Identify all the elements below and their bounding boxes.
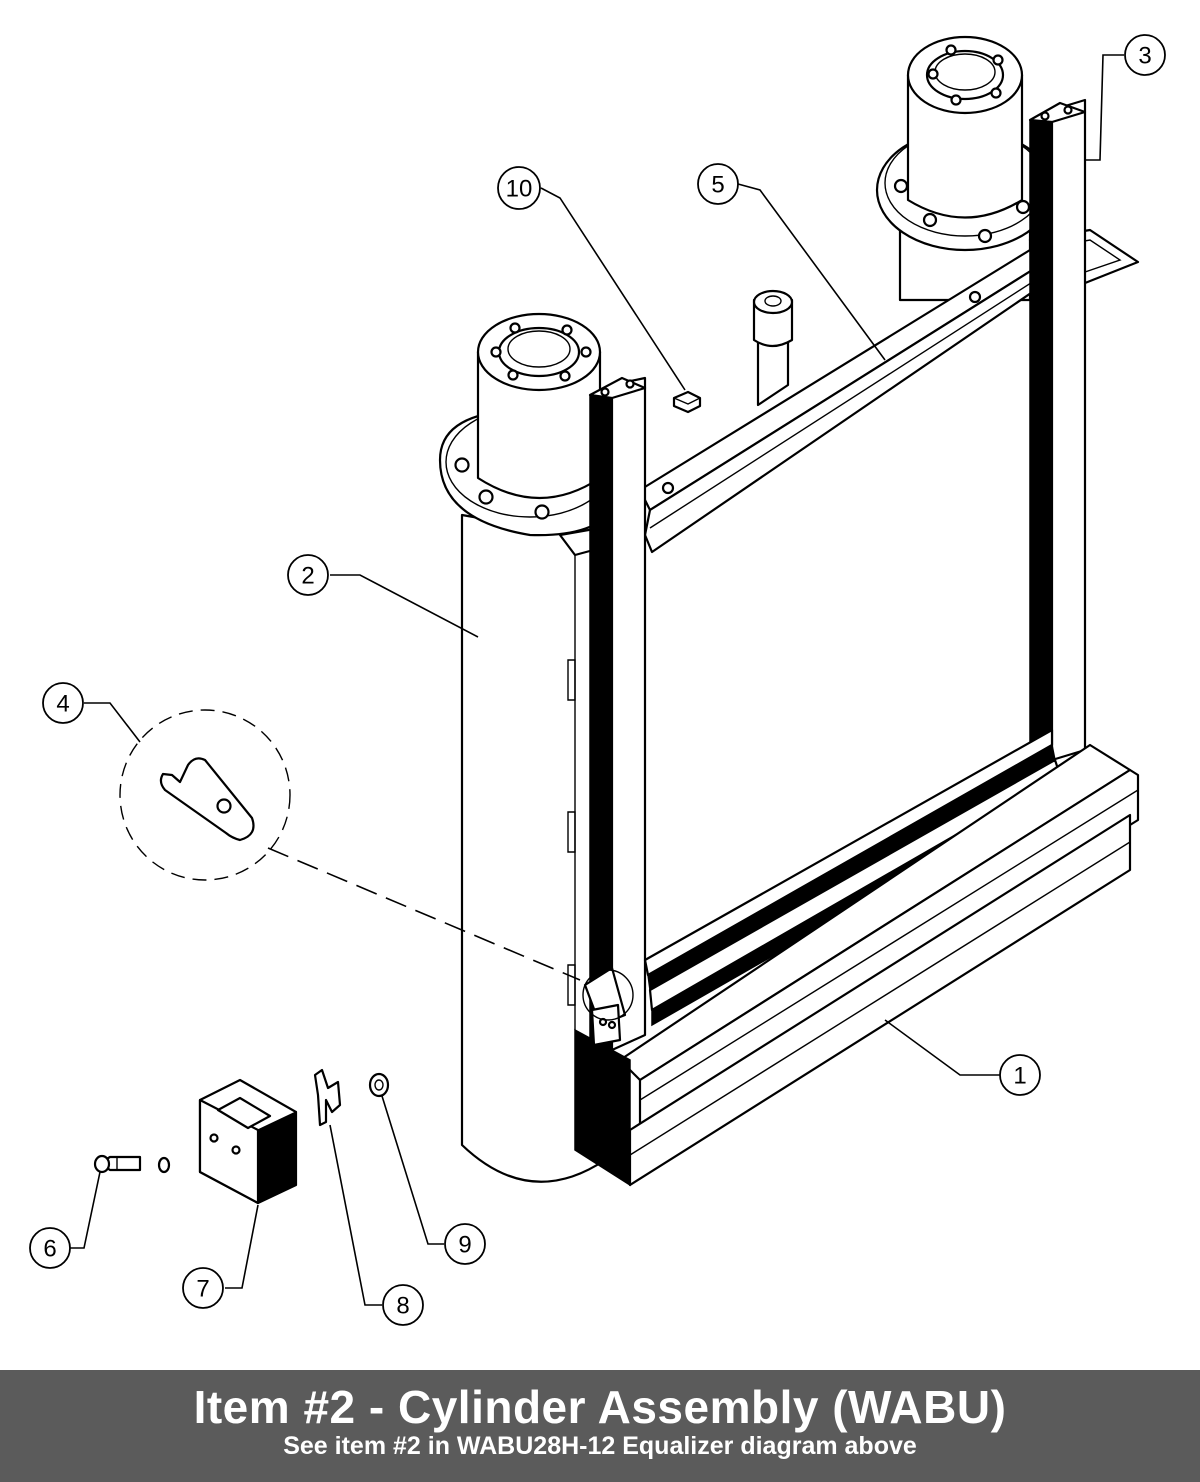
callout-4: 4 [42, 682, 84, 724]
leader-lines [70, 54, 1124, 1306]
callout-3: 3 [1124, 34, 1166, 76]
detail-latch-plate [119, 709, 581, 981]
callout-10: 10 [497, 166, 541, 210]
pin-bolt [93, 1154, 171, 1174]
callout-2: 2 [287, 554, 329, 596]
callout-2-label: 2 [301, 563, 314, 590]
front-cylinder [438, 312, 624, 1183]
callout-8-label: 8 [396, 1293, 409, 1320]
callout-3-label: 3 [1138, 43, 1151, 70]
spring-clip [313, 1068, 342, 1127]
caption-banner: Item #2 - Cylinder Assembly (WABU) See i… [0, 1370, 1200, 1482]
cylinder-assembly-diagram: 1 2 3 4 5 6 7 8 9 10 [29, 34, 1166, 1326]
frame-assembly [558, 98, 1140, 1187]
callout-9-label: 9 [458, 1232, 471, 1259]
callout-1-label: 1 [1013, 1063, 1026, 1090]
callout-5-label: 5 [711, 172, 724, 199]
callout-7: 7 [182, 1267, 224, 1309]
caption-title: Item #2 - Cylinder Assembly (WABU) [193, 1381, 1007, 1433]
rear-cylinder [875, 35, 1055, 302]
callout-9: 9 [444, 1223, 486, 1265]
small-nut [368, 1072, 390, 1098]
callout-5: 5 [697, 163, 739, 205]
callout-8: 8 [382, 1284, 424, 1326]
callout-10-label: 10 [506, 176, 533, 203]
callout-7-label: 7 [196, 1276, 209, 1303]
hex-nut [672, 390, 702, 414]
u-block [198, 1078, 298, 1205]
callout-4-label: 4 [56, 691, 69, 718]
vent-pipe [752, 289, 794, 407]
callout-1: 1 [999, 1054, 1041, 1096]
caption-subtitle: See item #2 in WABU28H-12 Equalizer diag… [283, 1432, 917, 1460]
callout-6: 6 [29, 1227, 71, 1269]
callout-6-label: 6 [43, 1236, 56, 1263]
